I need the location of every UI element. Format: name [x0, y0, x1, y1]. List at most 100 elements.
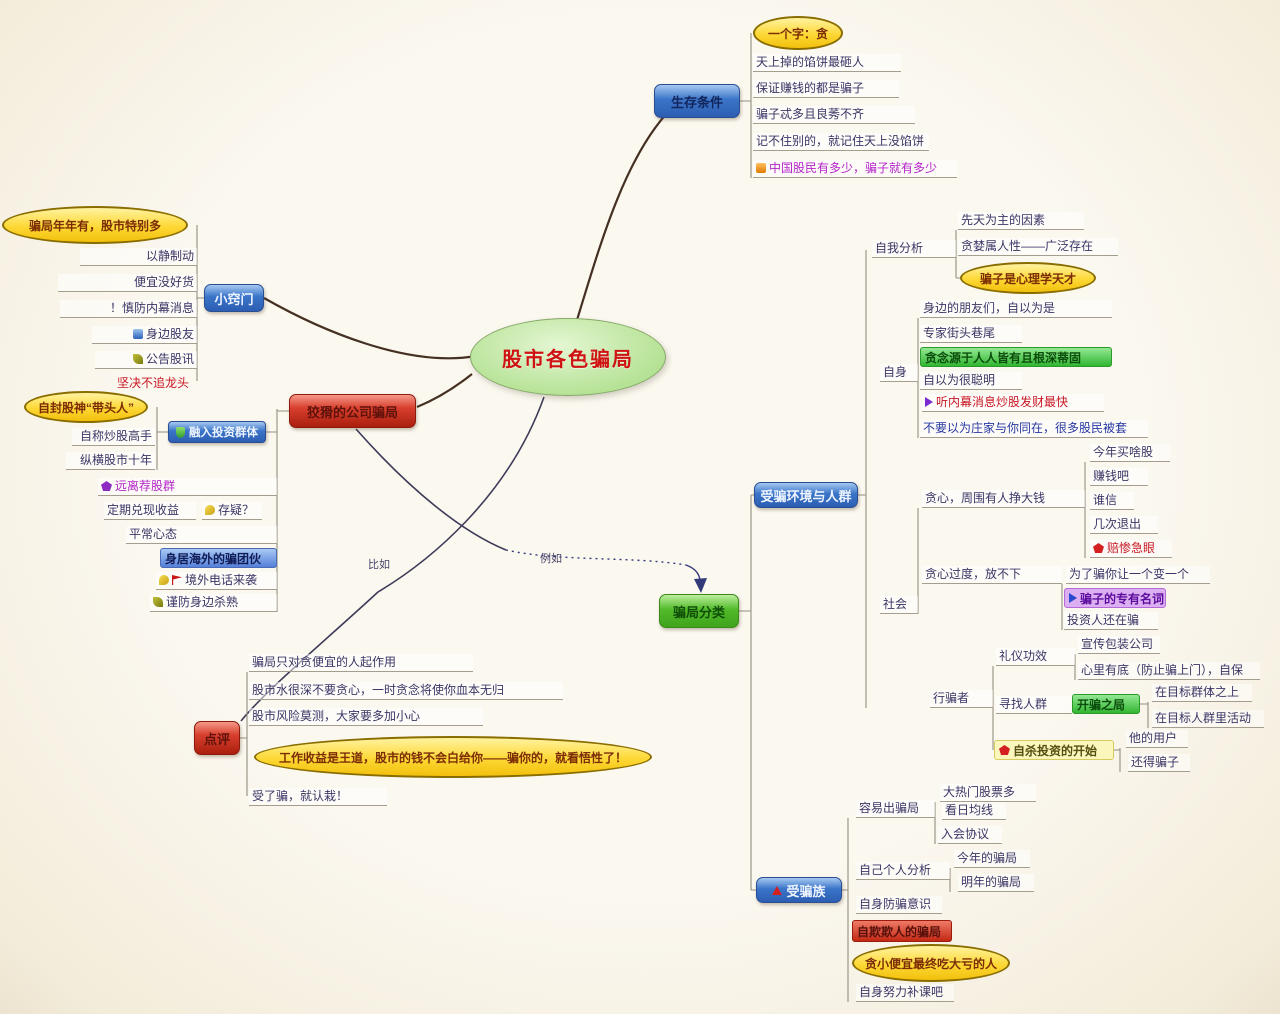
survival-item-3-label: 骗子忒多且良莠不齐 [756, 107, 865, 121]
victim-group-node[interactable]: 受骗族 [756, 877, 842, 903]
branch-company-scam[interactable]: 狡猾的公司骗局 [289, 394, 416, 428]
victim-1-child-1[interactable]: 大热门股票多 [940, 784, 1036, 802]
company-item-4[interactable]: 定期兑现收益 [104, 502, 196, 520]
branch-tips[interactable]: 小窍门 [204, 284, 264, 312]
survival-item-5[interactable]: 中国股民有多少，骗子就有多少 [753, 160, 957, 178]
tips-item-6[interactable]: 坚决不追龙头 [80, 374, 192, 392]
comment-item-1[interactable]: 骗局只对贪便宜的人起作用 [249, 654, 473, 672]
analysis-ellipse[interactable]: 骗子是心理学天才 [960, 262, 1096, 294]
self-item-1-label: 身边的朋友们，自以为是 [923, 301, 1056, 315]
company-ellipse[interactable]: 自封股神“带头人” [24, 391, 148, 423]
fraudster-3-child-1[interactable]: 他的用户 [1126, 730, 1188, 748]
label-society[interactable]: 社会 [880, 596, 918, 614]
victim-ellipse-label: 贪小便宜最终吃大亏的人 [864, 956, 997, 971]
fraudster-2-child-2[interactable]: 在目标人群里活动 [1152, 710, 1264, 728]
fraudster-1-child-2[interactable]: 心里有底（防止骗上门），自保 [1078, 662, 1260, 680]
victim-1-child-3-label: 入会协议 [941, 827, 990, 841]
branch-survival-label: 生存条件 [670, 94, 723, 110]
society-item-2[interactable]: 贪心过度，放不下 [922, 566, 1062, 584]
tips-item-4[interactable]: 身边股友 [92, 326, 197, 344]
self-item-5[interactable]: 不要以为庄家与你同在，很多股民被套 [920, 420, 1148, 438]
company-item-1[interactable]: 自称炒股高手 [72, 428, 155, 446]
victim-ellipse[interactable]: 贪小便宜最终吃大亏的人 [852, 944, 1010, 982]
society-1-child-2[interactable]: 赚钱吧 [1090, 468, 1148, 486]
survival-item-1[interactable]: 天上掉的馅饼最砸人 [753, 54, 901, 72]
fraudster-item-1[interactable]: 礼仪功效 [996, 648, 1075, 666]
society-1-child-4[interactable]: 几次退出 [1090, 516, 1158, 534]
society-item-1[interactable]: 贪心，周围有人挣大钱 [922, 490, 1085, 508]
tips-item-1[interactable]: 以静制动 [80, 248, 197, 266]
society-1-child-3[interactable]: 谁信 [1090, 492, 1134, 510]
moon-yellow-icon [205, 505, 215, 515]
tips-ellipse-label: 骗局年年有，股市特别多 [28, 218, 161, 233]
branch-survival[interactable]: 生存条件 [654, 84, 740, 118]
analysis-item-2[interactable]: 贪婪属人性——广泛存在 [958, 238, 1118, 256]
fraudster-2-highlight[interactable]: 开骗之局 [1072, 694, 1140, 714]
comment-ellipse[interactable]: 工作收益是王道，股市的钱不会白给你——骗你的，就看悟性了！ [254, 736, 652, 778]
self-item-4[interactable]: 听内幕消息炒股发财最快 [922, 394, 1104, 412]
victim-1-child-2[interactable]: 看日均线 [942, 802, 1006, 820]
survival-item-2[interactable]: 保证赚钱的都是骗子 [753, 80, 899, 98]
company-item-7[interactable]: 谨防身边杀熟 [150, 594, 277, 612]
survival-ellipse[interactable]: 一个字：贪 [753, 16, 843, 50]
society-1-child-2-label: 赚钱吧 [1093, 469, 1130, 483]
survival-item-3[interactable]: 骗子忒多且良莠不齐 [753, 106, 915, 124]
society-1-child-5[interactable]: 赔惨急眼 [1090, 540, 1172, 558]
company-item-4-child[interactable]: 存疑？ [202, 502, 262, 520]
victim-2-child-2[interactable]: 明年的骗局 [958, 874, 1034, 892]
survival-item-4[interactable]: 记不住别的，就记住天上没馅饼 [753, 133, 929, 151]
comment-item-3[interactable]: 股市风险莫测，大家要多加小心 [249, 708, 483, 726]
label-fraudster[interactable]: 行骗者 [930, 690, 993, 708]
self-item-3[interactable]: 自以为很聪明 [920, 372, 1022, 390]
analysis-item-1-label: 先天为主的因素 [961, 213, 1046, 227]
society-2-child-2[interactable]: 骗子的专有名词 [1064, 588, 1166, 608]
env-people-node-label: 受骗环境与人群 [760, 488, 852, 504]
society-2-child-3[interactable]: 投资人还在骗 [1064, 612, 1158, 630]
env-people-node[interactable]: 受骗环境与人群 [754, 482, 858, 508]
self-item-2[interactable]: 专家街头巷尾 [920, 325, 1022, 343]
comment-item-2[interactable]: 股市水很深不要贪心，一时贪念将使你血本无归 [249, 682, 563, 700]
victim-1-child-3[interactable]: 入会协议 [938, 826, 1002, 844]
fraudster-3-child-1-label: 他的用户 [1129, 731, 1178, 745]
fraudster-item-2-label: 寻找人群 [999, 697, 1048, 711]
company-item-5[interactable]: 平常心态 [126, 526, 277, 544]
pent-red-icon [999, 745, 1010, 755]
edge-label-example-1-label: 比如 [368, 559, 390, 571]
sub-branch-connector [355, 428, 507, 551]
victim-item-1[interactable]: 容易出骗局 [856, 800, 935, 818]
label-self[interactable]: 自身 [880, 364, 918, 382]
central-topic[interactable]: 股市各色骗局 [470, 318, 666, 396]
tips-item-2[interactable]: 便宜没好货 [58, 274, 197, 292]
branch-comment[interactable]: 点评 [194, 721, 240, 755]
victim-item-4[interactable]: 自身努力补课吧 [856, 984, 954, 1002]
society-1-child-1[interactable]: 今年买啥股 [1090, 444, 1170, 462]
survival-item-5-label: 中国股民有多少，骗子就有多少 [769, 161, 938, 175]
comment-item-4[interactable]: 受了骗，就认栽！ [249, 788, 387, 806]
analysis-ellipse-label: 骗子是心理学天才 [979, 271, 1076, 286]
society-2-child-1[interactable]: 为了骗你让一个变一个 [1066, 566, 1210, 584]
victim-item-3[interactable]: 自身防骗意识 [856, 896, 942, 914]
victim-highlight[interactable]: 自欺欺人的骗局 [852, 920, 952, 942]
label-self-analysis[interactable]: 自我分析 [872, 240, 956, 258]
analysis-item-1[interactable]: 先天为主的因素 [958, 212, 1084, 230]
fraudster-2-child-1[interactable]: 在目标群体之上 [1152, 684, 1252, 702]
tips-item-5[interactable]: 公告股讯 [95, 351, 197, 369]
company-item-2[interactable]: 纵横股市十年 [66, 452, 155, 470]
fraudster-1-child-1[interactable]: 宣传包装公司 [1078, 636, 1160, 654]
fraudster-item-3[interactable]: 自杀投资的开始 [994, 740, 1114, 760]
company-item-3[interactable]: 远离荐股群 [98, 478, 277, 496]
fraudster-3-child-2[interactable]: 还得骗子 [1128, 754, 1190, 772]
victim-item-2[interactable]: 自己个人分析 [856, 862, 950, 880]
fraudster-1-child-1-label: 宣传包装公司 [1081, 637, 1154, 651]
self-item-1[interactable]: 身边的朋友们，自以为是 [920, 300, 1112, 318]
self-highlight[interactable]: 贪念源于人人皆有且根深蒂固 [920, 347, 1112, 367]
bracket-line [842, 818, 849, 1002]
company-item-6[interactable]: 境外电话来袭 [156, 572, 277, 590]
branch-scam-types[interactable]: 骗局分类 [659, 594, 739, 628]
tips-ellipse[interactable]: 骗局年年有，股市特别多 [2, 206, 188, 244]
join-investors-node[interactable]: 融入投资群体 [168, 421, 266, 443]
victim-2-child-1[interactable]: 今年的骗局 [954, 850, 1030, 868]
company-highlight-overseas[interactable]: 身居海外的骗团伙 [160, 548, 277, 568]
tips-item-3[interactable]: ！慎防内幕消息 [60, 300, 197, 318]
fraudster-item-2[interactable]: 寻找人群 [996, 696, 1072, 714]
